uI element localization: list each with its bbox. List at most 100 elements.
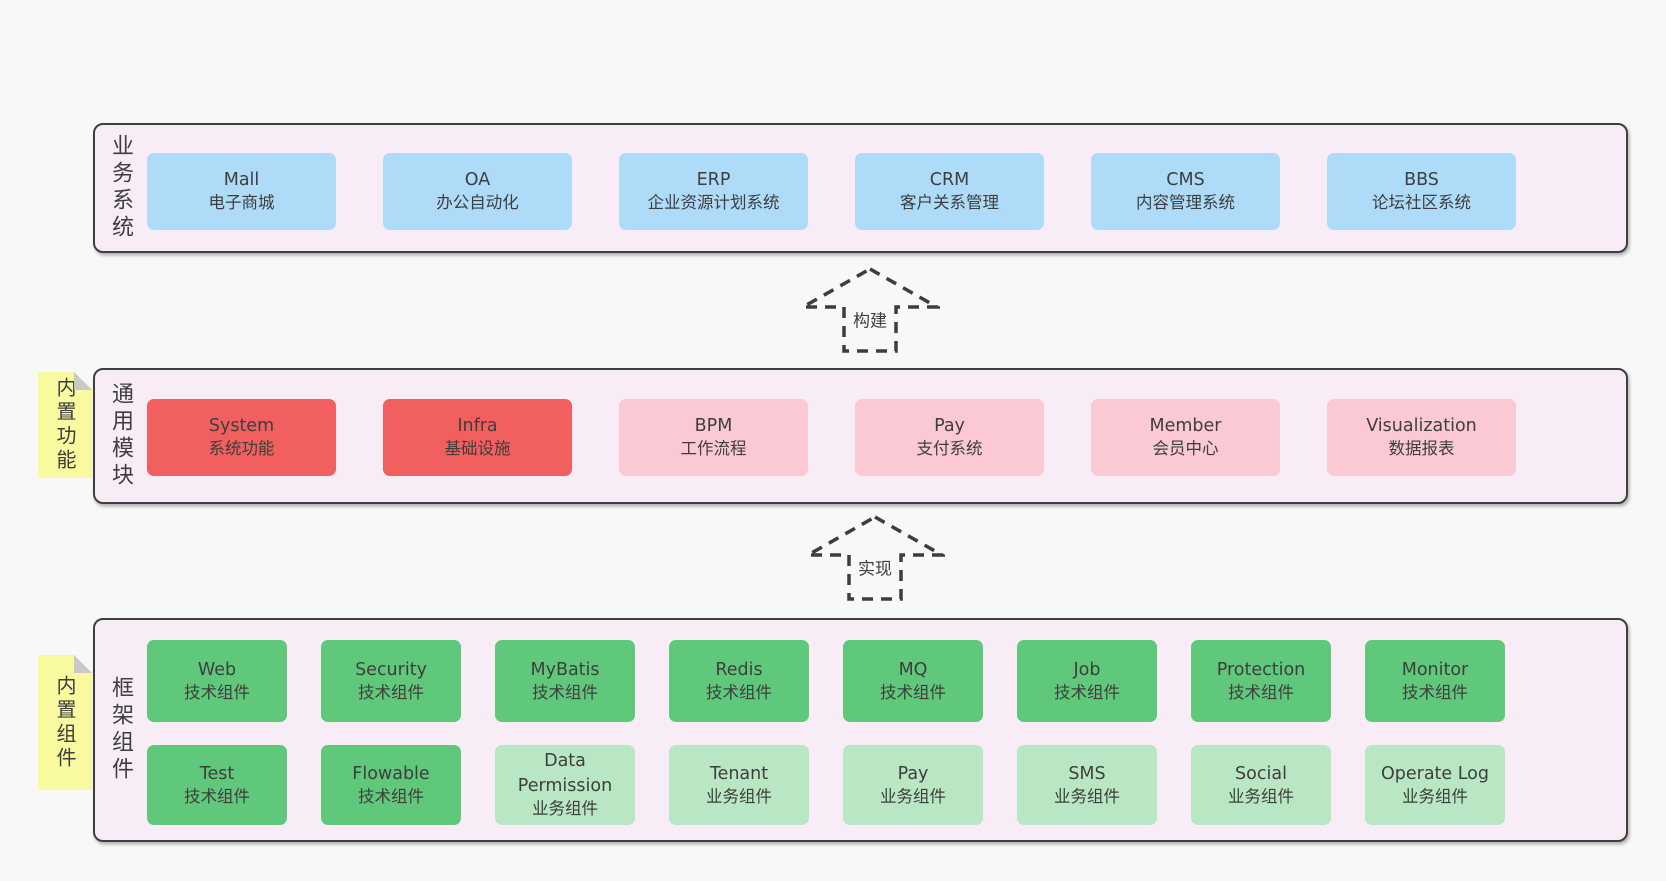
box-title: Pay	[897, 763, 929, 784]
box-title: Flowable	[352, 763, 430, 784]
arrow-label: 构建	[850, 305, 890, 333]
components-row-1: Web 技术组件 Security 技术组件 MyBatis 技术组件 Redi…	[147, 640, 1626, 722]
box-subtitle: 技术组件	[184, 786, 250, 806]
box-title: BBS	[1404, 170, 1439, 191]
box-test: Test 技术组件	[147, 745, 287, 825]
box-monitor: Monitor 技术组件	[1365, 640, 1505, 722]
box-title: OA	[464, 170, 491, 191]
layer-label-business-systems: 业务系统	[108, 134, 133, 242]
box-data-permission: Data Permission 业务组件	[495, 745, 635, 825]
box-pay: Pay 支付系统	[855, 399, 1044, 476]
box-title: System	[208, 416, 275, 437]
up-arrow-icon	[805, 514, 945, 601]
box-title: Mall	[223, 170, 260, 191]
box-subtitle: 技术组件	[1402, 682, 1468, 702]
box-system: System 系统功能	[147, 399, 336, 476]
box-title: ERP	[696, 170, 731, 191]
box-mq: MQ 技术组件	[843, 640, 983, 722]
box-title: Tenant	[709, 763, 769, 784]
box-social: Social 业务组件	[1191, 745, 1331, 825]
box-visualization: Visualization 数据报表	[1327, 399, 1516, 476]
box-crm: CRM 客户关系管理	[855, 153, 1044, 230]
sticky-note-text: 内置组件	[53, 674, 77, 771]
layer-business-systems: 业务系统 Mall 电子商城 OA 办公自动化 ERP 企业资源计划系统 CRM…	[93, 123, 1628, 253]
box-title: Visualization	[1366, 416, 1477, 437]
box-job: Job 技术组件	[1017, 640, 1157, 722]
box-title: Redis	[715, 659, 763, 680]
box-subtitle: 论坛社区系统	[1372, 193, 1471, 213]
box-subtitle: 技术组件	[1228, 682, 1294, 702]
box-title: Infra	[457, 416, 498, 437]
business-boxes-row: Mall 电子商城 OA 办公自动化 ERP 企业资源计划系统 CRM 客户关系…	[147, 153, 1516, 230]
box-member: Member 会员中心	[1091, 399, 1280, 476]
box-subtitle: 内容管理系统	[1136, 193, 1235, 213]
box-title: Data Permission	[517, 751, 613, 796]
modules-boxes-row: System 系统功能 Infra 基础设施 BPM 工作流程 Pay 支付系统…	[147, 399, 1516, 476]
box-title: Pay	[934, 416, 965, 437]
box-subtitle: 办公自动化	[436, 193, 519, 213]
sticky-note-text: 内置功能	[53, 377, 77, 473]
build-arrow: 构建	[800, 266, 940, 354]
box-title: Monitor	[1401, 659, 1469, 680]
box-title: SMS	[1068, 763, 1106, 784]
box-erp: ERP 企业资源计划系统	[619, 153, 808, 230]
box-subtitle: 技术组件	[358, 786, 424, 806]
box-subtitle: 技术组件	[532, 682, 598, 702]
box-subtitle: 技术组件	[358, 682, 424, 702]
up-arrow-icon	[800, 266, 940, 353]
box-subtitle: 业务组件	[1228, 786, 1294, 806]
box-cms: CMS 内容管理系统	[1091, 153, 1280, 230]
box-title: Test	[199, 763, 235, 784]
box-mall: Mall 电子商城	[147, 153, 336, 230]
box-subtitle: 技术组件	[706, 682, 772, 702]
box-subtitle: 电子商城	[208, 193, 275, 213]
box-sms: SMS 业务组件	[1017, 745, 1157, 825]
box-title: CRM	[929, 170, 970, 191]
layer-label-framework-components: 框架组件	[108, 676, 133, 784]
box-infra: Infra 基础设施	[383, 399, 572, 476]
box-flowable: Flowable 技术组件	[321, 745, 461, 825]
box-title: Security	[355, 659, 427, 680]
box-subtitle: 数据报表	[1388, 439, 1455, 459]
implement-arrow: 实现	[805, 514, 945, 602]
box-tenant: Tenant 业务组件	[669, 745, 809, 825]
box-subtitle: 业务组件	[532, 798, 598, 818]
box-title: MyBatis	[530, 659, 600, 680]
box-subtitle: 支付系统	[916, 439, 983, 459]
box-subtitle: 基础设施	[444, 439, 511, 459]
box-redis: Redis 技术组件	[669, 640, 809, 722]
box-subtitle: 业务组件	[706, 786, 772, 806]
box-bbs: BBS 论坛社区系统	[1327, 153, 1516, 230]
box-pay-component: Pay 业务组件	[843, 745, 983, 825]
box-title: MQ	[898, 659, 928, 680]
layer-common-modules: 通用模块 System 系统功能 Infra 基础设施 BPM 工作流程 Pay…	[93, 368, 1628, 504]
box-subtitle: 技术组件	[1054, 682, 1120, 702]
box-subtitle: 技术组件	[184, 682, 250, 702]
sticky-note-built-in-features: 内置功能	[38, 372, 92, 478]
box-subtitle: 企业资源计划系统	[647, 193, 780, 213]
box-operate-log: Operate Log 业务组件	[1365, 745, 1505, 825]
box-subtitle: 客户关系管理	[900, 193, 999, 213]
box-title: Web	[197, 659, 237, 680]
layer-framework-components: 框架组件 Web 技术组件 Security 技术组件 MyBatis 技术组件…	[93, 618, 1628, 842]
box-security: Security 技术组件	[321, 640, 461, 722]
box-subtitle: 业务组件	[1054, 786, 1120, 806]
layer-label-common-modules: 通用模块	[108, 382, 133, 490]
sticky-note-built-in-components: 内置组件	[38, 655, 92, 790]
box-subtitle: 技术组件	[880, 682, 946, 702]
box-subtitle: 业务组件	[880, 786, 946, 806]
box-protection: Protection 技术组件	[1191, 640, 1331, 722]
box-bpm: BPM 工作流程	[619, 399, 808, 476]
box-subtitle: 业务组件	[1402, 786, 1468, 806]
box-title: Operate Log	[1380, 763, 1490, 784]
box-subtitle: 会员中心	[1152, 439, 1219, 459]
box-subtitle: 系统功能	[208, 439, 275, 459]
box-title: BPM	[694, 416, 733, 437]
components-row-2: Test 技术组件 Flowable 技术组件 Data Permission …	[147, 745, 1626, 825]
box-title: Job	[1073, 659, 1101, 680]
box-title: CMS	[1166, 170, 1205, 191]
box-title: Protection	[1216, 659, 1306, 680]
box-mybatis: MyBatis 技术组件	[495, 640, 635, 722]
box-title: Social	[1235, 763, 1287, 784]
box-oa: OA 办公自动化	[383, 153, 572, 230]
